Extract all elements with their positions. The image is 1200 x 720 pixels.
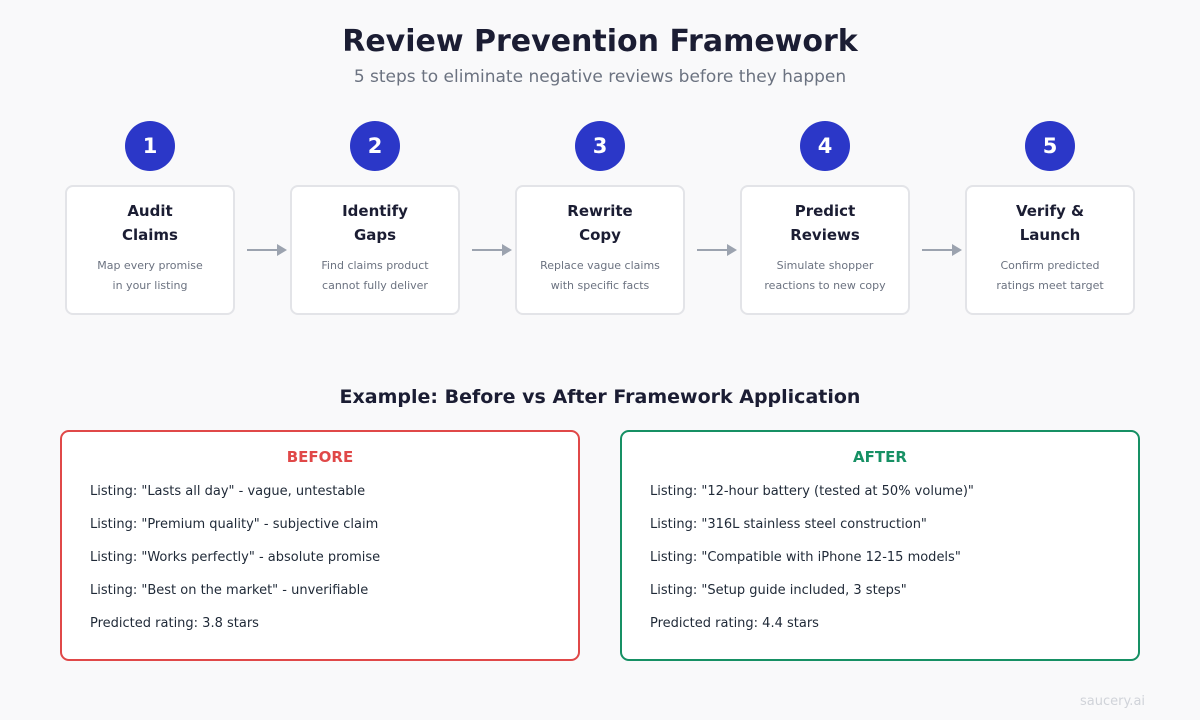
step-2-card: Identify Gaps Find claims product cannot… [290,185,460,315]
step-4-desc-line-2: reactions to new copy [764,279,886,292]
page-title: Review Prevention Framework [342,24,858,59]
step-5-card: Verify & Launch Confirm predicted rating… [965,185,1135,315]
step-4-number-badge: 4 [800,121,850,171]
step-3-desc-line-1: Replace vague claims [540,259,660,272]
step-5-title-line-1: Verify & [1015,202,1085,220]
step-1-card: Audit Claims Map every promise in your l… [65,185,235,315]
before-line-1: Listing: "Lasts all day" - vague, untest… [90,484,366,499]
step-5-desc-line-2: ratings meet target [996,279,1104,292]
watermark-text: saucery.ai [1080,694,1146,709]
step-3-title-line-1: Rewrite [567,202,633,220]
step-1-title-line-2: Claims [122,226,178,244]
after-panel: AFTER Listing: "12-hour battery (tested … [620,430,1140,661]
step-2-title-line-2: Gaps [353,226,397,244]
step-3-to-4-arrow-icon [697,244,737,256]
step-3-title: Rewrite Copy [517,199,683,247]
after-predicted-rating: Predicted rating: 4.4 stars [650,616,819,631]
step-1-title: Audit Claims [67,199,233,247]
step-5-number-badge: 5 [1025,121,1075,171]
step-3-number-badge: 3 [575,121,625,171]
step-1-desc-line-1: Map every promise [97,259,203,272]
page-subtitle: 5 steps to eliminate negative reviews be… [353,67,847,87]
step-1-title-line-1: Audit [127,202,173,220]
before-panel: BEFORE Listing: "Lasts all day" - vague,… [60,430,580,661]
before-label: BEFORE [286,448,354,466]
step-1-to-2-arrow-icon [247,244,287,256]
step-4-desc-line-1: Simulate shopper [776,259,874,272]
step-3-card: Rewrite Copy Replace vague claims with s… [515,185,685,315]
step-2-number-badge: 2 [350,121,400,171]
step-2-desc-line-2: cannot fully deliver [322,279,428,292]
step-2-to-3-arrow-icon [472,244,512,256]
step-4-title-line-2: Reviews [790,226,860,244]
step-3-title-line-2: Copy [579,226,621,244]
step-1-description: Map every promise in your listing [67,256,233,296]
step-5-desc-line-1: Confirm predicted [1000,259,1100,272]
after-line-3: Listing: "Compatible with iPhone 12-15 m… [650,550,961,565]
step-5-title: Verify & Launch [967,199,1133,247]
before-line-2: Listing: "Premium quality" - subjective … [90,517,379,532]
step-2-desc-line-1: Find claims product [321,259,429,272]
step-1-number-badge: 1 [125,121,175,171]
step-5-description: Confirm predicted ratings meet target [967,256,1133,296]
step-4-description: Simulate shopper reactions to new copy [742,256,908,296]
step-5-title-line-2: Launch [1019,226,1081,244]
before-line-4: Listing: "Best on the market" - unverifi… [90,583,369,598]
step-2-description: Find claims product cannot fully deliver [292,256,458,296]
step-3-desc-line-2: with specific facts [550,279,650,292]
step-3-description: Replace vague claims with specific facts [517,256,683,296]
after-line-4: Listing: "Setup guide included, 3 steps" [650,583,907,598]
step-4-title-line-1: Predict [794,202,856,220]
after-line-2: Listing: "316L stainless steel construct… [650,517,927,532]
step-2-title-line-1: Identify [342,202,408,220]
step-4-title: Predict Reviews [742,199,908,247]
after-line-1: Listing: "12-hour battery (tested at 50%… [650,484,974,499]
step-2-title: Identify Gaps [292,199,458,247]
before-line-3: Listing: "Works perfectly" - absolute pr… [90,550,381,565]
step-4-to-5-arrow-icon [922,244,962,256]
example-heading: Example: Before vs After Framework Appli… [339,386,861,408]
before-predicted-rating: Predicted rating: 3.8 stars [90,616,259,631]
step-4-card: Predict Reviews Simulate shopper reactio… [740,185,910,315]
after-label: AFTER [853,448,907,466]
step-1-desc-line-2: in your listing [112,279,188,292]
